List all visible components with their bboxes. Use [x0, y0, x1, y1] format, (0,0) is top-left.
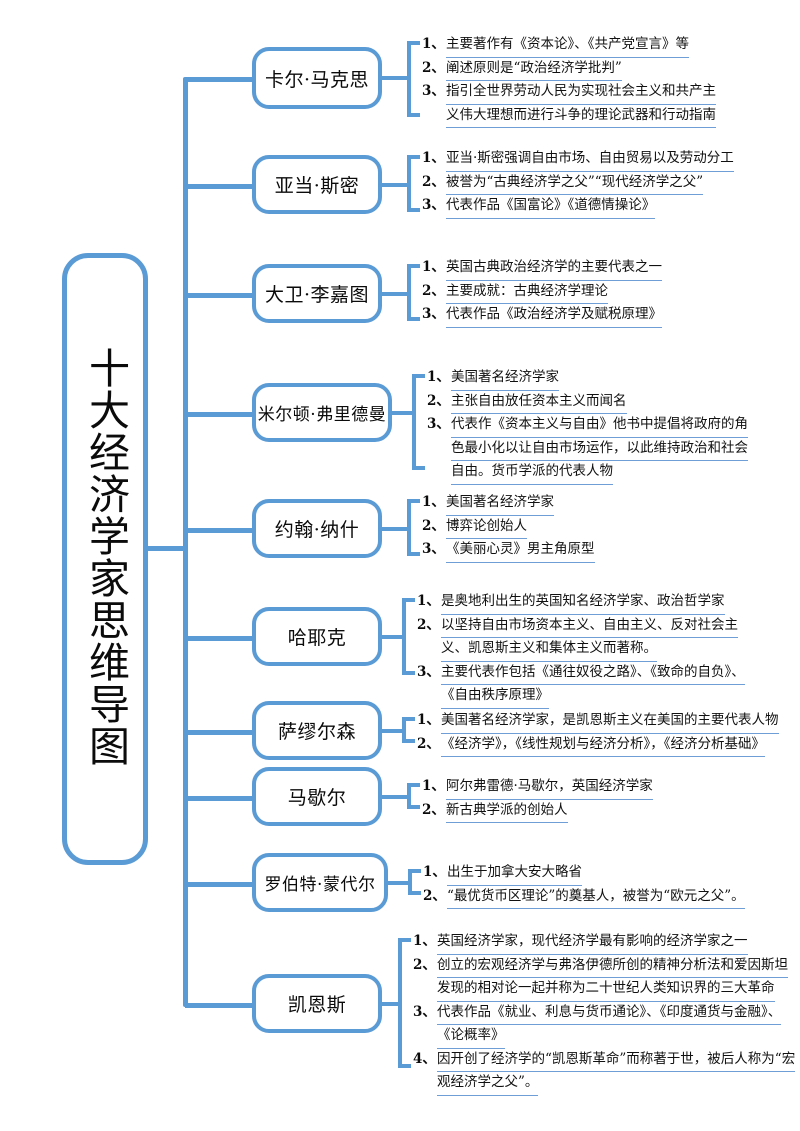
detail-item: 2、被誉为“古典经济学之父”“现代经济学之父”	[422, 172, 782, 195]
topic-node-8-label: 罗伯特·蒙代尔	[264, 875, 376, 895]
detail-item: 2、《经济学》，《线性规划与经济分析》，《经济分析基础》	[417, 734, 792, 757]
topic-node-8[interactable]: 罗伯特·蒙代尔	[252, 853, 388, 912]
detail-item: 2、阐述原则是“政治经济学批判”	[422, 58, 782, 81]
detail-item: 1、亚当·斯密强调自由市场、自由贸易以及劳动分工	[422, 148, 782, 172]
bracket-3	[412, 374, 425, 470]
bracket-stem-2	[382, 292, 409, 296]
topic-node-6-label: 萨缪尔森	[277, 721, 356, 743]
detail-item: 3、主要代表作包括《通往奴役之路》、《致命的自负》、《自由秩序原理》	[417, 662, 787, 709]
bracket-stem-1	[382, 183, 409, 187]
branch-connector-3	[185, 412, 253, 417]
branch-connector-9	[185, 1003, 253, 1008]
detail-item: 3、代表作《资本主义与自由》他书中提倡将政府的角色最小化以让自由市场运作，以此维…	[427, 414, 787, 485]
bracket-6	[402, 717, 415, 743]
detail-item: 1、出生于加拿大安大略省	[423, 862, 788, 886]
bracket-stem-8	[388, 881, 410, 885]
detail-list-0: 1、主要著作有《资本论》、《共产党宣言》等 2、阐述原则是“政治经济学批判” 3…	[422, 34, 782, 128]
detail-item: 2、主张自由放任资本主义而闻名	[427, 391, 787, 414]
topic-node-1[interactable]: 亚当·斯密	[252, 155, 382, 214]
topic-node-7[interactable]: 马歇尔	[252, 767, 382, 826]
detail-item: 1、英国经济学家，现代经济学最有影响的经济学家之一	[413, 931, 793, 955]
topic-node-4[interactable]: 约翰·纳什	[252, 499, 382, 558]
bracket-stem-4	[382, 527, 409, 531]
root-node-label: 十大经济学家思维导图	[81, 347, 130, 767]
bracket-stem-3	[392, 411, 414, 415]
topic-node-9-label: 凯恩斯	[287, 994, 347, 1016]
detail-item: 3、《美丽心灵》男主角原型	[422, 539, 782, 563]
topic-node-3[interactable]: 米尔顿·弗里德曼	[252, 383, 392, 442]
topic-node-1-label: 亚当·斯密	[274, 175, 360, 197]
detail-list-7: 1、阿尔弗雷德·马歇尔，英国经济学家 2、新古典学派的创始人	[422, 776, 782, 823]
topic-node-9[interactable]: 凯恩斯	[252, 974, 382, 1033]
detail-list-4: 1、美国著名经济学家 2、博弈论创始人 3、《美丽心灵》男主角原型	[422, 492, 782, 563]
detail-item: 1、英国古典政治经济学的主要代表之一	[422, 257, 782, 281]
detail-item: 4、因开创了经济学的“凯恩斯革命”而称著于世，被后人称为“宏观经济学之父”。	[413, 1049, 796, 1096]
main-trunk-line	[183, 77, 188, 1007]
detail-item: 1、美国著名经济学家，是凯恩斯主义在美国的主要代表人物	[417, 710, 792, 734]
topic-node-4-label: 约翰·纳什	[274, 519, 360, 541]
detail-list-8: 1、出生于加拿大安大略省 2、“最优货币区理论”的奠基人，被誉为“欧元之父”。	[423, 862, 788, 909]
topic-node-5-label: 哈耶克	[287, 627, 347, 649]
detail-item: 3、代表作品《政治经济学及赋税原理》	[422, 304, 782, 328]
branch-connector-6	[185, 730, 253, 735]
detail-list-9: 1、英国经济学家，现代经济学最有影响的经济学家之一 2、创立的宏观经济学与弗洛伊…	[413, 931, 796, 1096]
detail-list-3: 1、美国著名经济学家 2、主张自由放任资本主义而闻名 3、代表作《资本主义与自由…	[427, 367, 787, 485]
topic-node-3-label: 米尔顿·弗里德曼	[257, 405, 387, 425]
bracket-9	[398, 938, 411, 1068]
branch-connector-2	[185, 293, 253, 298]
detail-item: 2、博弈论创始人	[422, 516, 782, 539]
detail-item: 1、是奥地利出生的英国知名经济学家、政治哲学家	[417, 591, 787, 615]
detail-list-1: 1、亚当·斯密强调自由市场、自由贸易以及劳动分工 2、被誉为“古典经济学之父”“…	[422, 148, 782, 219]
topic-node-6[interactable]: 萨缪尔森	[252, 701, 382, 760]
bracket-0	[407, 41, 420, 117]
detail-item: 1、阿尔弗雷德·马歇尔，英国经济学家	[422, 776, 782, 800]
bracket-stem-0	[382, 76, 409, 80]
bracket-7	[407, 783, 420, 809]
topic-node-2[interactable]: 大卫·李嘉图	[252, 264, 382, 323]
detail-item: 1、主要著作有《资本论》、《共产党宣言》等	[422, 34, 782, 58]
bracket-2	[407, 264, 420, 321]
detail-item: 2、创立的宏观经济学与弗洛伊德所创的精神分析法和爱因斯坦发现的相对论一起并称为二…	[413, 955, 793, 1002]
root-trunk-connector	[146, 546, 188, 551]
detail-item: 2、以坚持自由市场资本主义、自由主义、反对社会主义、凯恩斯主义和集体主义而著称。	[417, 615, 787, 662]
detail-item: 1、美国著名经济学家	[427, 367, 787, 391]
topic-node-7-label: 马歇尔	[287, 787, 347, 809]
detail-list-5: 1、是奥地利出生的英国知名经济学家、政治哲学家 2、以坚持自由市场资本主义、自由…	[417, 591, 787, 709]
topic-node-5[interactable]: 哈耶克	[252, 607, 382, 666]
topic-node-0-label: 卡尔·马克思	[264, 68, 370, 91]
branch-connector-7	[185, 796, 253, 801]
bracket-stem-9	[382, 1002, 400, 1006]
branch-connector-8	[185, 882, 253, 887]
branch-connector-4	[185, 528, 253, 533]
branch-connector-5	[185, 636, 253, 641]
detail-item: 3、指引全世界劳动人民为实现社会主义和共产主义伟大理想而进行斗争的理论武器和行动…	[422, 81, 782, 128]
detail-item: 3、代表作品《就业、利息与货币通论》、《印度通货与金融》、《论概率》	[413, 1002, 793, 1049]
bracket-8	[408, 869, 421, 895]
detail-item: 2、新古典学派的创始人	[422, 800, 782, 823]
branch-connector-0	[185, 77, 253, 82]
bracket-5	[402, 598, 415, 675]
bracket-stem-5	[382, 635, 404, 639]
bracket-4	[407, 499, 420, 556]
detail-item: 3、代表作品《国富论》《道德情操论》	[422, 195, 782, 219]
detail-item: 2、主要成就：古典经济学理论	[422, 281, 782, 304]
branch-connector-1	[185, 184, 253, 189]
root-node[interactable]: 十大经济学家思维导图	[62, 253, 148, 865]
detail-item: 2、“最优货币区理论”的奠基人，被誉为“欧元之父”。	[423, 886, 788, 909]
topic-node-0[interactable]: 卡尔·马克思	[252, 47, 382, 109]
topic-node-2-label: 大卫·李嘉图	[264, 284, 370, 306]
detail-list-2: 1、英国古典政治经济学的主要代表之一 2、主要成就：古典经济学理论 3、代表作品…	[422, 257, 782, 328]
bracket-stem-7	[382, 795, 409, 799]
detail-item: 1、美国著名经济学家	[422, 492, 782, 516]
bracket-1	[407, 155, 420, 212]
detail-list-6: 1、美国著名经济学家，是凯恩斯主义在美国的主要代表人物 2、《经济学》，《线性规…	[417, 710, 792, 757]
bracket-stem-6	[382, 729, 404, 733]
